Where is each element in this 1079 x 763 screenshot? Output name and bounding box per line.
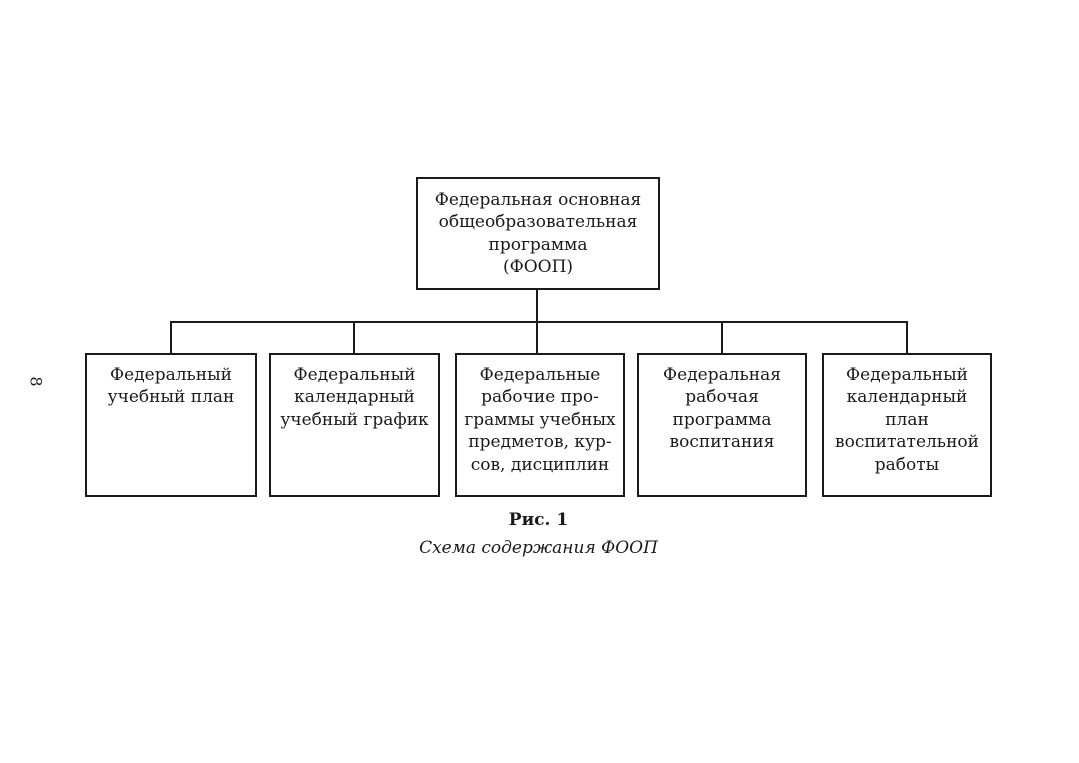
page-number: 8 [26, 376, 46, 387]
child-node-upbringing-program: Федеральная рабочая программа воспитания [637, 353, 807, 497]
child-node-work-programs: Федеральные рабочие про- граммы учебных … [455, 353, 625, 497]
connector-drop-3 [536, 321, 538, 354]
figure-label: Рис. 1 [508, 510, 569, 530]
connector-stem [536, 289, 538, 323]
connector-drop-5 [906, 321, 908, 354]
root-node-label: Федеральная основная общеобразовательная… [434, 189, 642, 277]
child-node-curriculum-plan: Федеральный учебный план [85, 353, 257, 497]
connector-drop-1 [170, 321, 172, 354]
child-node-upbringing-calendar-plan: Федеральный календарный план воспитатель… [822, 353, 992, 497]
child-node-calendar-schedule: Федеральный календарный учебный график [269, 353, 440, 497]
connector-drop-2 [353, 321, 355, 354]
figure-title: Схема содержания ФООП [419, 538, 658, 558]
root-node-foop: Федеральная основная общеобразовательная… [416, 177, 660, 290]
connector-drop-4 [721, 321, 723, 354]
connector-horizontal [170, 321, 908, 323]
